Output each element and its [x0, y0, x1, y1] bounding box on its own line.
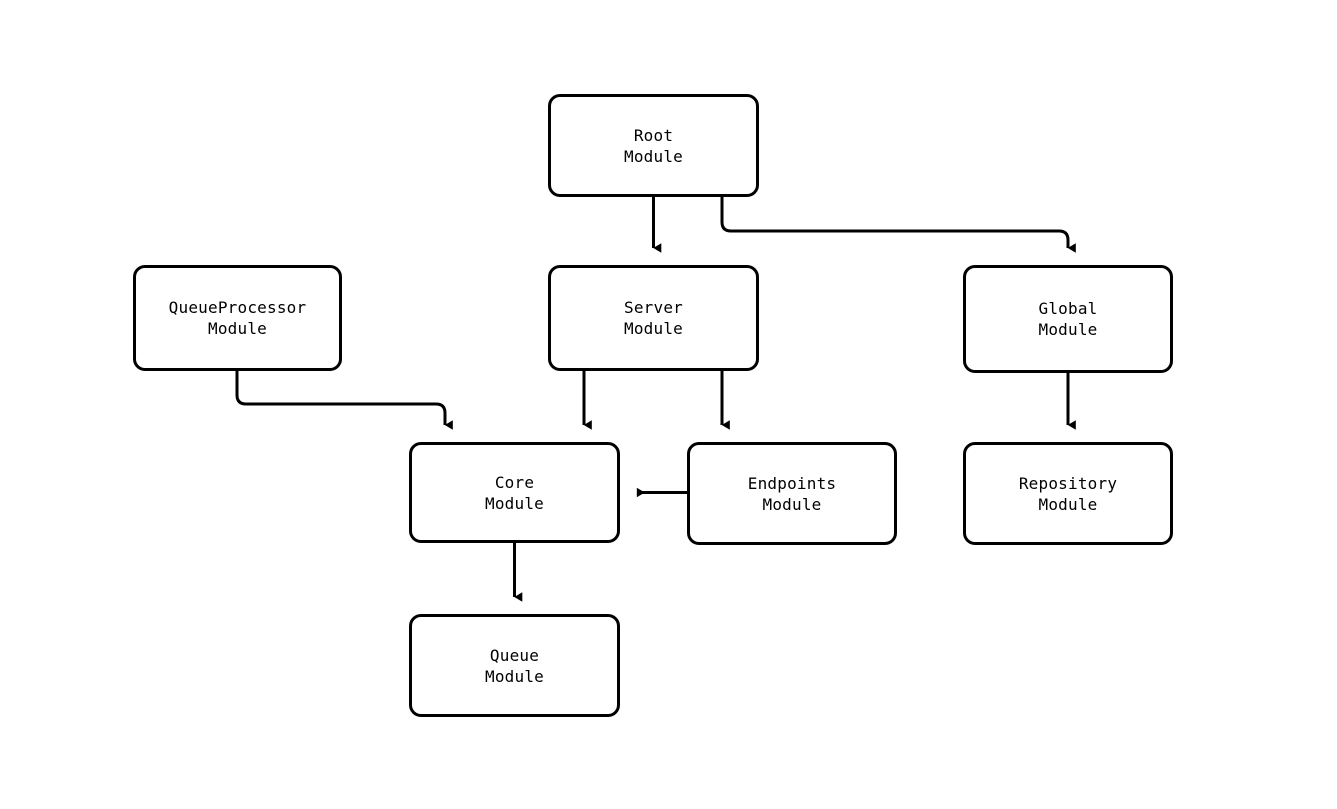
node-endpoints[interactable]: Endpoints Module — [687, 442, 897, 545]
node-global-label-line1: Global — [1038, 299, 1098, 318]
node-global[interactable]: Global Module — [963, 265, 1173, 373]
node-queue-label-line2: Module — [485, 666, 544, 686]
node-server-label-line2: Module — [624, 319, 683, 338]
node-queueprocessor[interactable]: QueueProcessor Module — [133, 265, 342, 371]
node-core-label-line1: Core — [494, 472, 535, 492]
node-repository-label-line1: Repository — [1018, 473, 1118, 493]
edge-queueprocessor-core — [235, 371, 453, 430]
node-endpoints-label-line2: Module — [762, 494, 822, 514]
node-queueprocessor-label-line1: QueueProcessor — [168, 298, 307, 317]
node-core-label-line2: Module — [485, 493, 544, 513]
node-root-label-line2: Module — [624, 146, 683, 166]
edge-root-global — [720, 197, 1076, 253]
node-repository[interactable]: Repository Module — [963, 442, 1173, 545]
node-queueprocessor-label-line2: Module — [208, 319, 267, 338]
node-core[interactable]: Core Module — [409, 442, 620, 543]
node-endpoints-label-line1: Endpoints — [747, 473, 837, 493]
node-root[interactable]: Root Module — [548, 94, 759, 197]
node-server[interactable]: Server Module — [548, 265, 759, 371]
node-repository-label-line2: Module — [1038, 494, 1098, 514]
node-root-label-line1: Root — [633, 125, 674, 145]
node-queue-label-line1: Queue — [489, 645, 540, 665]
node-global-label-line2: Module — [1038, 320, 1098, 339]
node-server-label-line1: Server — [624, 298, 683, 317]
node-queue[interactable]: Queue Module — [409, 614, 620, 717]
